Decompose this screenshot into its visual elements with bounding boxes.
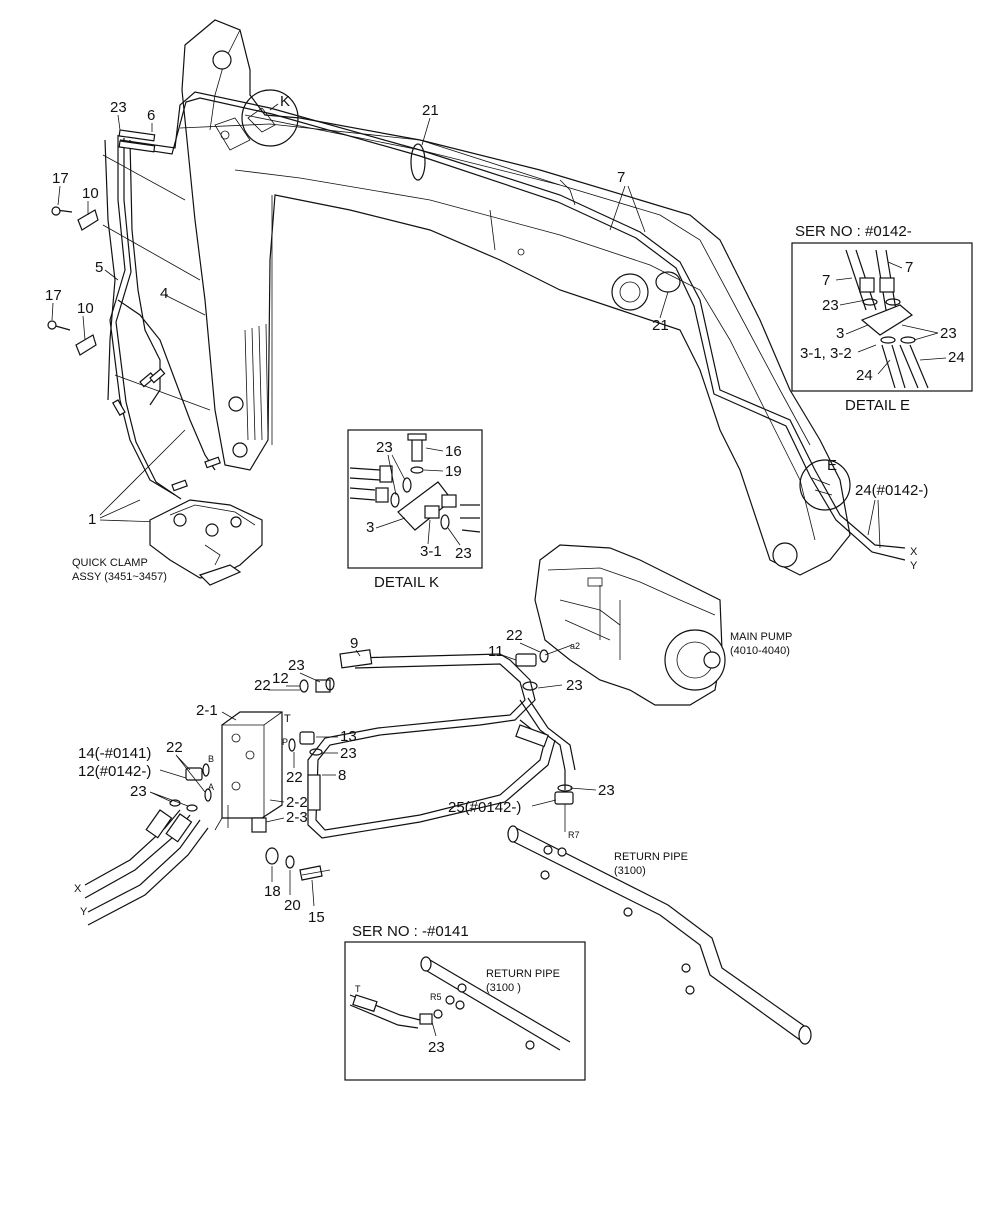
return-pipe-label-2: (3100) xyxy=(614,865,646,877)
return-pipe-label-1: RETURN PIPE xyxy=(614,851,688,863)
label-2-3: 2-3 xyxy=(286,809,308,826)
label-23-d: 23 xyxy=(598,782,615,799)
label-8: 8 xyxy=(338,767,346,784)
detail-e-box: SER NO : #0142- 7 7 23 3 23 3-1, 3-2 24 … xyxy=(791,223,973,414)
port-r7: R7 xyxy=(568,830,580,840)
detail-k-caption: DETAIL K xyxy=(374,574,439,591)
label-k: K xyxy=(280,93,290,110)
label-22-a: 22 xyxy=(254,677,271,694)
label-22-b: 22 xyxy=(286,769,303,786)
label-17b: 17 xyxy=(45,287,62,304)
label-2-2: 2-2 xyxy=(286,794,308,811)
detail-e-7-left: 7 xyxy=(822,272,830,289)
detail-k-19: 19 xyxy=(445,463,462,480)
label-5: 5 xyxy=(95,259,103,276)
label-11: 11 xyxy=(488,643,504,660)
label-23-a: 23 xyxy=(288,657,305,674)
label-22-pump: 22 xyxy=(506,627,523,644)
main-pump: MAIN PUMP (4010-4040) a2 22 11 23 xyxy=(488,544,792,706)
label-4: 4 xyxy=(160,285,168,302)
label-6: 6 xyxy=(147,107,155,124)
detail-k-23b: 23 xyxy=(455,545,472,562)
quick-clamp-label-2: ASSY (3451~3457) xyxy=(72,571,167,583)
main-pump-label-1: MAIN PUMP xyxy=(730,631,792,643)
detail-e-3-1: 3-1, 3-2 xyxy=(800,345,852,362)
detail-ser-box: SER NO : -#0141 T R5 RETURN PIPE (3100 )… xyxy=(344,923,586,1081)
detail-k-box: 23 16 19 3 3-1 23 DETAIL K xyxy=(347,429,483,591)
label-23-pump: 23 xyxy=(566,677,583,694)
bracket-lower xyxy=(47,320,97,356)
detail-e-title: SER NO : #0142- xyxy=(795,223,912,240)
label-12b: 12(#0142-) xyxy=(78,763,151,780)
detail-e-23-left: 23 xyxy=(822,297,839,314)
ser-return-pipe-1: RETURN PIPE xyxy=(486,968,560,980)
boom-hoses xyxy=(119,91,906,561)
detail-k-16: 16 xyxy=(445,443,462,460)
label-12: 12 xyxy=(272,670,289,687)
return-pipe-main: RETURN PIPE (3100) xyxy=(507,825,812,1045)
port-p: P xyxy=(282,737,288,747)
port-b: B xyxy=(208,754,214,764)
label-18: 18 xyxy=(264,883,281,900)
ser-return-pipe-2: (3100 ) xyxy=(486,982,521,994)
detail-e-marker xyxy=(799,459,851,511)
label-24: 24(#0142-) xyxy=(855,482,928,499)
ser-port-r5: R5 xyxy=(430,992,442,1002)
valve-hoses xyxy=(84,649,576,926)
label-21a: 21 xyxy=(422,102,439,119)
label-y: Y xyxy=(910,560,918,572)
main-pump-label-2: (4010-4040) xyxy=(730,645,790,657)
label-9: 9 xyxy=(350,635,358,652)
quick-clamp-drawing xyxy=(149,499,263,586)
detail-k-3: 3 xyxy=(366,519,374,536)
port-a: A xyxy=(208,782,214,792)
port-t: T xyxy=(284,713,291,725)
label-21b: 21 xyxy=(652,317,669,334)
boom-structure xyxy=(181,19,851,576)
bracket-upper xyxy=(51,206,99,231)
detail-e-24-left: 24 xyxy=(856,367,873,384)
detail-ser-title: SER NO : -#0141 xyxy=(352,923,469,940)
detail-e-23-right: 23 xyxy=(940,325,957,342)
pump-port-a2: a2 xyxy=(570,641,580,651)
detail-k-3-1: 3-1 xyxy=(420,543,442,560)
label-10a: 10 xyxy=(82,185,99,202)
valve-labels: 9 23 12 22 2-1 T 13 P 23 22 8 14(-#0141)… xyxy=(74,635,615,926)
label-23-c: 23 xyxy=(130,783,147,800)
detail-e-7-right: 7 xyxy=(905,259,913,276)
detail-e-caption: DETAIL E xyxy=(845,397,910,414)
detail-k-marker xyxy=(241,89,299,147)
label-2-1: 2-1 xyxy=(196,702,218,719)
label-14: 14(-#0141) xyxy=(78,745,151,762)
label-15: 15 xyxy=(308,909,325,926)
label-17a: 17 xyxy=(52,170,69,187)
label-25: 25(#0142-) xyxy=(448,799,521,816)
label-x: X xyxy=(910,546,918,558)
detail-e-24-right: 24 xyxy=(948,349,965,366)
quick-clamp-label-1: QUICK CLAMP xyxy=(72,557,148,569)
label-e: E xyxy=(827,457,837,474)
label-23-b: 23 xyxy=(340,745,357,762)
label-7: 7 xyxy=(617,169,625,186)
label-13: 13 xyxy=(340,728,357,745)
hose-y-lower: Y xyxy=(80,906,88,918)
detail-e-3: 3 xyxy=(836,325,844,342)
label-22-c: 22 xyxy=(166,739,183,756)
label-1: 1 xyxy=(88,511,96,528)
ser-port-t: T xyxy=(355,984,361,994)
hose-x-lower: X xyxy=(74,883,82,895)
label-20: 20 xyxy=(284,897,301,914)
arm-hoses xyxy=(104,129,221,500)
label-10b: 10 xyxy=(77,300,94,317)
detail-k-23: 23 xyxy=(376,439,393,456)
boom-labels: K E 21 21 7 24(#0142-) X Y xyxy=(269,93,928,572)
label-23: 23 xyxy=(110,99,127,116)
ser-label-23: 23 xyxy=(428,1039,445,1056)
